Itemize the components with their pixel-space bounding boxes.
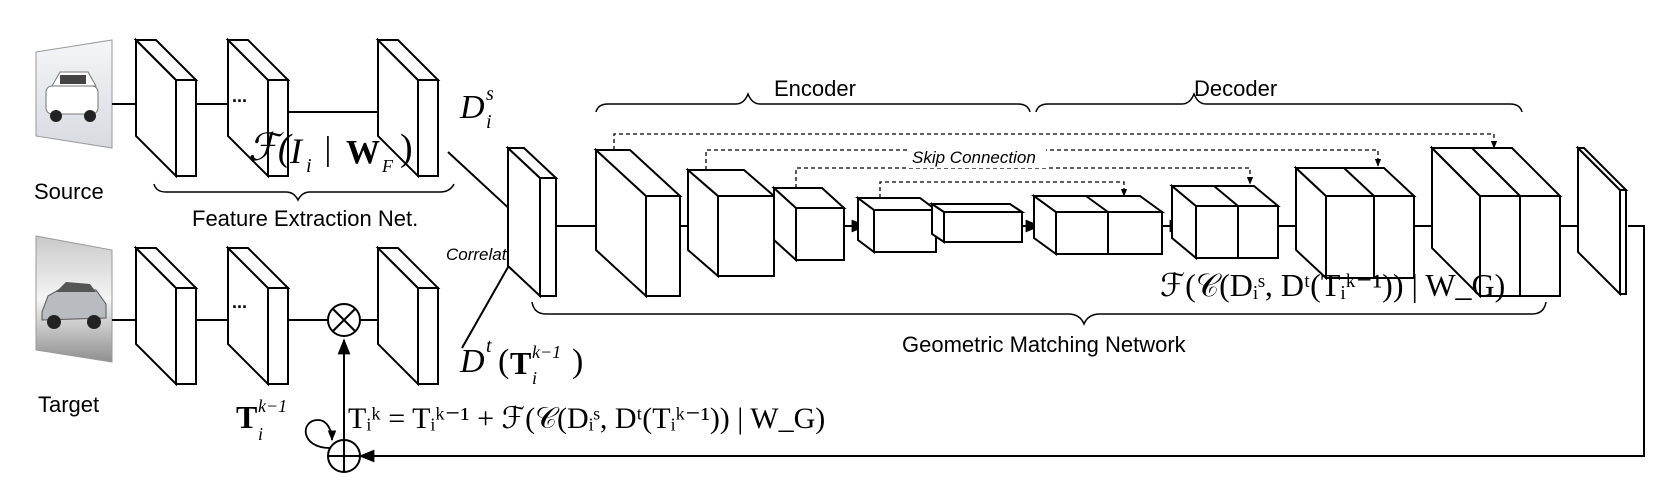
target-image bbox=[35, 235, 113, 363]
target-label: Target bbox=[38, 392, 99, 417]
feedback-line bbox=[358, 225, 1645, 463]
geometric-matching-label: Geometric Matching Network bbox=[902, 332, 1187, 357]
add-operator bbox=[327, 439, 361, 473]
encoder-block-3 bbox=[771, 185, 847, 263]
svg-text:t: t bbox=[486, 335, 492, 357]
feature-extraction-label: Feature Extraction Net. bbox=[192, 206, 418, 231]
svg-text:F: F bbox=[381, 156, 394, 176]
update-equation: Tᵢᵏ = Tᵢᵏ⁻¹ + ℱ(𝒞(Dᵢˢ, Dᵗ(Tᵢᵏ⁻¹)) | W_G) bbox=[348, 402, 825, 435]
decoder-block-1 bbox=[1030, 194, 1166, 256]
svg-text:k−1: k−1 bbox=[258, 396, 287, 416]
car-icon bbox=[41, 282, 107, 329]
svg-text:): ) bbox=[400, 127, 413, 169]
source-conv-block-2 bbox=[225, 37, 291, 179]
svg-text:W: W bbox=[346, 134, 380, 171]
svg-text:i: i bbox=[306, 155, 312, 177]
loop-arrow bbox=[304, 419, 337, 449]
svg-text:i: i bbox=[486, 111, 492, 133]
ellipsis: ... bbox=[232, 292, 247, 312]
ellipsis: ... bbox=[232, 86, 247, 106]
encoder-block-5 bbox=[928, 202, 1026, 244]
svg-text:k−1: k−1 bbox=[532, 342, 561, 362]
svg-text:i: i bbox=[258, 424, 263, 444]
decoder-block-3 bbox=[1293, 165, 1417, 281]
decoder-brace bbox=[1035, 91, 1523, 113]
geometric-matching-brace bbox=[531, 301, 1547, 327]
decoder-block-2 bbox=[1169, 183, 1281, 261]
source-conv-block-1 bbox=[133, 37, 199, 179]
encoder-block-2 bbox=[685, 167, 777, 279]
encoder-label: Encoder bbox=[774, 76, 856, 101]
matching-function-label: ℱ(𝒞(Dᵢˢ, Dᵗ(Tᵢᵏ⁻¹)) | W_G) bbox=[1160, 267, 1505, 303]
correlation-volume bbox=[505, 145, 559, 299]
svg-text:ℱ(: ℱ( bbox=[248, 127, 293, 169]
encoder-block-1 bbox=[593, 147, 683, 299]
target-conv-block-1 bbox=[133, 245, 199, 387]
svg-text:D: D bbox=[459, 343, 485, 380]
svg-text:s: s bbox=[486, 83, 494, 105]
target-conv-block-3 bbox=[375, 245, 441, 387]
source-feature-label: D s i bbox=[459, 83, 494, 133]
svg-text:T: T bbox=[236, 399, 257, 435]
target-feature-label: D t ( T i k−1 ) bbox=[459, 335, 583, 388]
previous-transform-label: T i k−1 bbox=[236, 396, 287, 444]
source-label: Source bbox=[34, 179, 104, 204]
skip-label-bg bbox=[908, 146, 1046, 168]
svg-text:(: ( bbox=[498, 343, 509, 380]
feature-extraction-brace bbox=[153, 183, 455, 202]
warp-operator bbox=[327, 303, 361, 337]
skip-connection-label: Skip Connection bbox=[912, 148, 1036, 167]
svg-text:i: i bbox=[532, 368, 537, 388]
source-image bbox=[35, 39, 113, 149]
target-conv-block-2 bbox=[225, 245, 291, 387]
decoder-block-4 bbox=[1429, 145, 1563, 299]
svg-text:D: D bbox=[459, 89, 485, 126]
svg-text:T: T bbox=[510, 345, 531, 381]
svg-text:I: I bbox=[289, 131, 304, 171]
decoder-label: Decoder bbox=[1194, 76, 1277, 101]
car-icon bbox=[45, 71, 99, 122]
source-conv-block-3 bbox=[375, 37, 441, 179]
svg-text:|: | bbox=[316, 131, 340, 168]
svg-text:): ) bbox=[572, 343, 583, 380]
output-block bbox=[1575, 145, 1629, 297]
feature-function-label: ℱ( I i | W F ) bbox=[248, 127, 413, 177]
encoder-block-4 bbox=[855, 196, 939, 254]
encoder-brace bbox=[595, 91, 1031, 113]
